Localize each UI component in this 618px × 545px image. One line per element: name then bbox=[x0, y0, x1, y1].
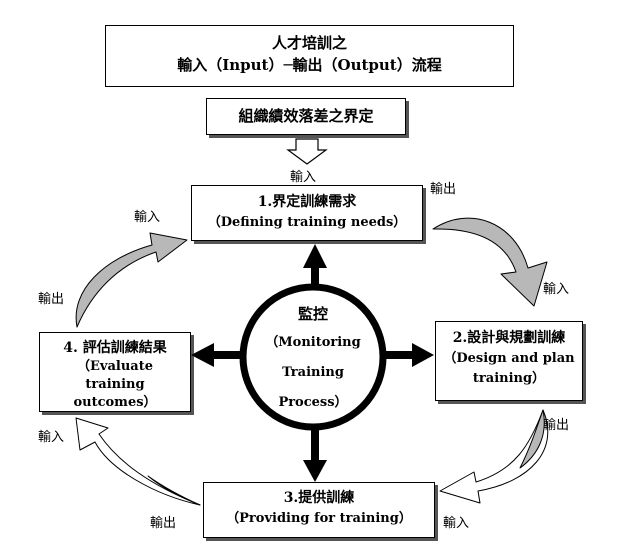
label-output-3: 輸出 bbox=[150, 516, 177, 531]
performance-gap-label: 組織績效落差之界定 bbox=[238, 107, 374, 125]
title-box: 人才培訓之 輸入（Input）─輸出（Output）流程 bbox=[105, 25, 514, 87]
step3-title: 3.提供訓練 bbox=[283, 490, 355, 506]
step1-subtitle: （Defining training needs） bbox=[207, 215, 407, 230]
label-output-2: 輸出 bbox=[543, 418, 570, 433]
title-line-2: 輸入（Input）─輸出（Output）流程 bbox=[177, 56, 442, 74]
step3-subtitle: （Providing for training） bbox=[226, 511, 412, 526]
label-output-4: 輸出 bbox=[38, 292, 65, 307]
curved-flow-arrows bbox=[75, 217, 549, 506]
center-arrows bbox=[191, 244, 434, 482]
label-input-4: 輸入 bbox=[38, 430, 65, 445]
step4-title: 4. 評估訓練結果 bbox=[63, 340, 167, 356]
step1-title: 1.界定訓練需求 bbox=[257, 194, 357, 210]
label-input-2: 輸入 bbox=[543, 282, 570, 297]
label-output-1: 輸出 bbox=[430, 182, 457, 197]
step4-subtitle-1: （Evaluate bbox=[77, 359, 153, 374]
step4-box: 4. 評估訓練結果 （Evaluate training outcomes） bbox=[39, 332, 191, 412]
input-hollow-arrow bbox=[286, 138, 328, 165]
step2-subtitle-1: （Design and plan bbox=[443, 351, 575, 366]
label-input-top: 輸入 bbox=[290, 170, 317, 185]
curved-arrow-bottom-left bbox=[75, 417, 201, 506]
monitoring-subtitle-3: Process） bbox=[278, 395, 348, 410]
step3-box: 3.提供訓練 （Providing for training） bbox=[203, 482, 435, 538]
step4-subtitle-2: training bbox=[85, 377, 145, 392]
curved-arrow-top-right bbox=[432, 217, 548, 307]
performance-gap-box: 組織績效落差之界定 bbox=[206, 98, 406, 135]
label-input-1: 輸入 bbox=[134, 210, 161, 225]
monitoring-title: 監控 bbox=[297, 305, 328, 323]
monitoring-label: 監控 （Monitoring Training Process） bbox=[253, 300, 373, 418]
step2-subtitle-2: training） bbox=[472, 371, 546, 386]
step2-title: 2.設計與規劃訓練 bbox=[452, 330, 566, 346]
monitoring-subtitle-2: Training bbox=[282, 365, 344, 380]
label-input-3: 輸入 bbox=[443, 516, 470, 531]
curved-arrow-bottom-right bbox=[439, 409, 549, 504]
step4-subtitle-3: outcomes） bbox=[73, 395, 157, 410]
monitoring-circle bbox=[239, 283, 387, 431]
title-line-1: 人才培訓之 bbox=[271, 34, 347, 52]
curved-arrow-top-left bbox=[75, 232, 188, 328]
monitoring-subtitle-1: （Monitoring bbox=[265, 335, 361, 350]
step1-box: 1.界定訓練需求 （Defining training needs） bbox=[191, 185, 423, 241]
step2-box: 2.設計與規劃訓練 （Design and plan training） bbox=[435, 321, 583, 401]
